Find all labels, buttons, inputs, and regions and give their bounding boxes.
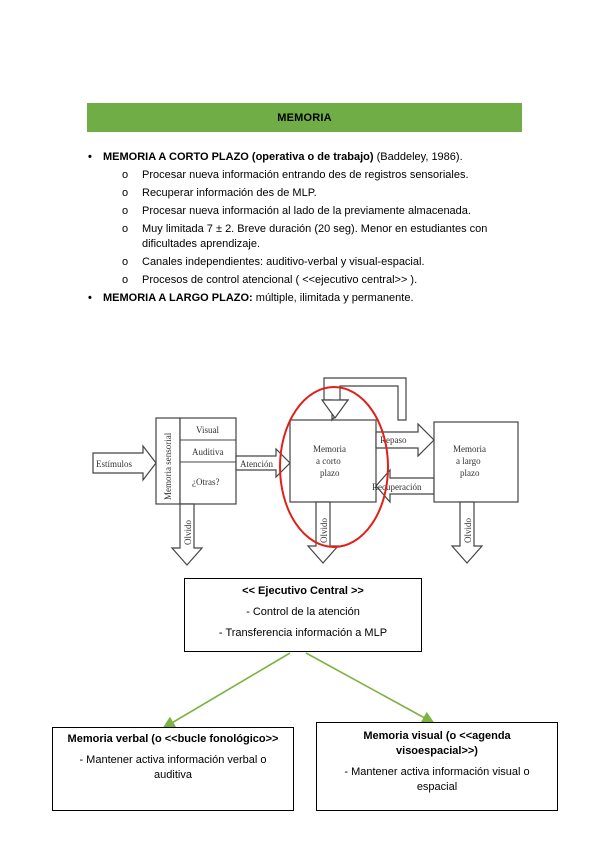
rehearsal-label: Repaso bbox=[380, 435, 407, 445]
list-item-long-term: • MEMORIA A LARGO PLAZO: múltiple, ilimi… bbox=[60, 291, 530, 306]
attention-arrow bbox=[235, 447, 291, 479]
channels-box bbox=[179, 417, 237, 505]
forget-label-2: Olvido bbox=[319, 517, 329, 543]
short-term-title: MEMORIA A CORTO PLAZO (operativa o de tr… bbox=[103, 151, 374, 163]
list-item: o Procesar nueva información al lado de l… bbox=[60, 204, 530, 219]
executive-line-2: - Transferencia información a MLP bbox=[218, 627, 388, 639]
item-text: Muy limitada 7 ± 2. Breve duración (20 s… bbox=[142, 223, 488, 250]
channel-otras: ¿Otras? bbox=[192, 477, 219, 487]
circle-bullet-icon: o bbox=[122, 169, 129, 181]
short-term-line-2: a corto bbox=[316, 456, 341, 466]
item-text: Recuperar información des de MLP. bbox=[142, 187, 317, 199]
item-text: Canales independientes: auditivo-verbal … bbox=[142, 256, 425, 268]
item-text: Procesar nueva información entrando des … bbox=[142, 169, 469, 181]
list-item-short-term: • MEMORIA A CORTO PLAZO (operativa o de … bbox=[60, 150, 530, 165]
short-term-line-1: Memoria bbox=[313, 444, 346, 454]
connector-left bbox=[162, 652, 291, 729]
sensory-memory-box bbox=[155, 417, 181, 505]
circle-bullet-icon: o bbox=[122, 256, 129, 268]
visual-memory-box: Memoria visual (o <<agenda visoespacial>… bbox=[316, 722, 558, 811]
citation: (Baddeley, 1986). bbox=[376, 151, 463, 163]
list-item: o Muy limitada 7 ± 2. Breve duración (20 … bbox=[60, 222, 530, 252]
list-item: o Canales independientes: auditivo-verbal… bbox=[60, 255, 530, 270]
verbal-memory-text: - Mantener activa información verbal o a… bbox=[79, 754, 267, 781]
highlight-circle bbox=[279, 386, 389, 548]
circle-bullet-icon: o bbox=[122, 274, 129, 286]
visual-memory-title: Memoria visual (o <<agenda visoespacial>… bbox=[363, 730, 511, 757]
short-term-box bbox=[289, 419, 377, 503]
retrieval-arrow bbox=[375, 468, 435, 504]
stimulus-arrow bbox=[92, 444, 157, 482]
list-item: o Recuperar información des de MLP. bbox=[60, 186, 530, 201]
forget-label-3: Olvido bbox=[463, 517, 473, 543]
page-title: MEMORIA bbox=[277, 111, 332, 124]
rehearsal-arrow bbox=[375, 422, 435, 458]
list-item: o Procesos de control atencional ( <<ejec… bbox=[60, 273, 530, 288]
forget-arrow-1 bbox=[170, 503, 204, 566]
forget-arrow-3 bbox=[450, 501, 484, 564]
forget-label-1: Olvido bbox=[183, 519, 193, 545]
bullet-icon: • bbox=[88, 292, 92, 304]
sensory-memory-label: Memoria sensorial bbox=[163, 432, 173, 500]
verbal-memory-title: Memoria verbal (o <<bucle fonológico>> bbox=[67, 733, 279, 745]
long-term-box bbox=[433, 421, 519, 503]
long-term-line-2: a largo bbox=[456, 456, 481, 466]
short-term-line-3: plazo bbox=[320, 468, 340, 478]
executive-box: << Ejecutivo Central >> - Control de la … bbox=[184, 578, 422, 652]
stimulus-label: Estímulos bbox=[96, 459, 133, 469]
long-term-line-1: Memoria bbox=[453, 444, 486, 454]
item-text: Procesos de control atencional ( <<ejecu… bbox=[142, 274, 418, 286]
circle-bullet-icon: o bbox=[122, 223, 129, 235]
executive-line-1: - Control de la atención bbox=[246, 606, 360, 618]
executive-title: << Ejecutivo Central >> bbox=[242, 585, 364, 597]
header-bar: MEMORIA bbox=[87, 103, 522, 132]
list-item: o Procesar nueva información entrando des… bbox=[60, 168, 530, 183]
item-text: Procesar nueva información al lado de la… bbox=[142, 205, 471, 217]
connector-right bbox=[305, 652, 435, 724]
attention-label: Atención bbox=[240, 459, 273, 469]
retrieval-label: Recuperación bbox=[372, 482, 422, 492]
bullet-icon: • bbox=[88, 151, 92, 163]
visual-memory-text: - Mantener activa información visual o e… bbox=[344, 766, 530, 793]
content-list: • MEMORIA A CORTO PLAZO (operativa o de … bbox=[60, 150, 530, 308]
long-term-text: múltiple, ilimitada y permanente. bbox=[255, 292, 414, 304]
verbal-memory-box: Memoria verbal (o <<bucle fonológico>> -… bbox=[52, 727, 294, 811]
circle-bullet-icon: o bbox=[122, 205, 129, 217]
channel-visual: Visual bbox=[196, 425, 219, 435]
circle-bullet-icon: o bbox=[122, 187, 129, 199]
long-term-title: MEMORIA A LARGO PLAZO: bbox=[103, 292, 253, 304]
long-term-line-3: plazo bbox=[460, 468, 480, 478]
channel-auditiva: Auditiva bbox=[192, 447, 224, 457]
